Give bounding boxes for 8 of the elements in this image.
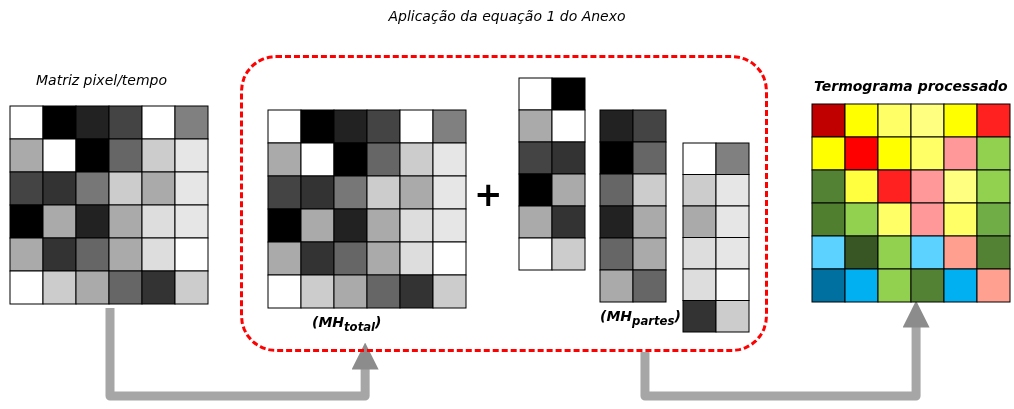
dashed-region	[240, 55, 768, 352]
title: Aplicação da equação 1 do Anexo	[388, 8, 626, 24]
grid-title: Termograma processado	[814, 78, 1008, 94]
matrix-label: (MH$_{total}$)	[312, 314, 382, 334]
grid-title: Matriz pixel/tempo	[36, 72, 168, 88]
arrow	[105, 308, 379, 401]
plus-sign: +	[474, 174, 503, 214]
matrix-label: (MH$_{partes}$)	[600, 308, 681, 328]
